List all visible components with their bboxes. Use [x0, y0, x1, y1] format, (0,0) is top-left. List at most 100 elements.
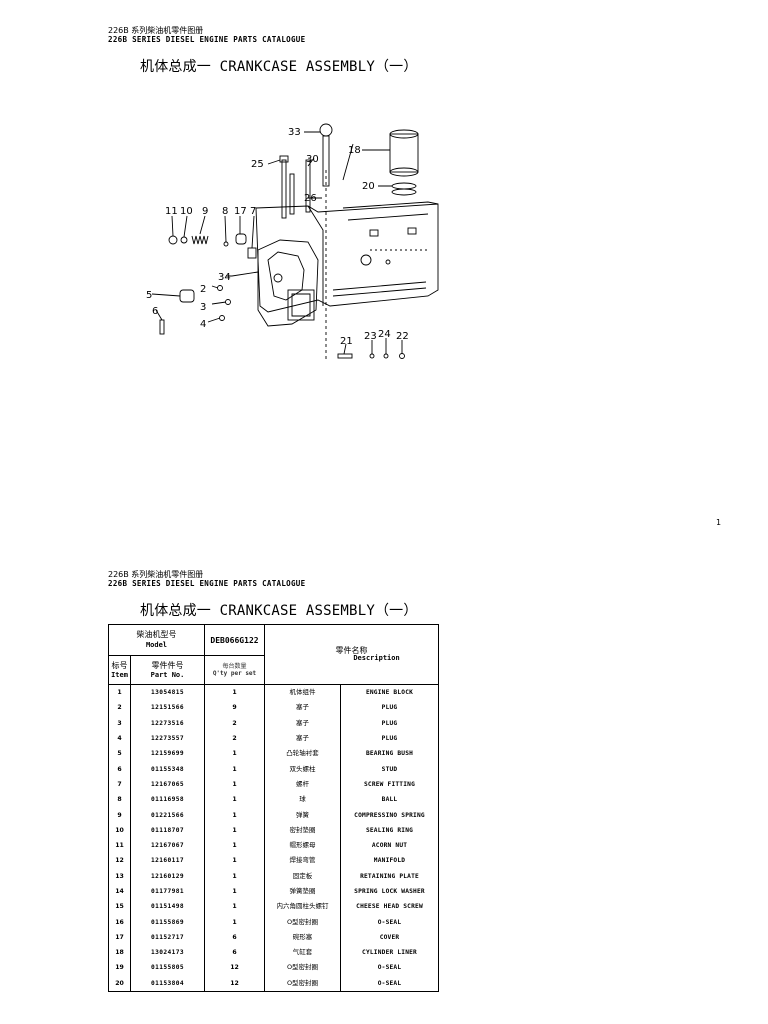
- callout-2: 2: [200, 284, 206, 295]
- item-cn: 标号: [111, 660, 128, 670]
- partno-cn: 零件件号: [151, 660, 184, 670]
- description-cell: SPRING LOCK WASHER: [339, 883, 440, 900]
- page1-title: 机体总成一 CRANKCASE ASSEMBLY（一）: [140, 59, 418, 75]
- description-cell: O-SEAL: [339, 914, 440, 930]
- item-cell: 1: [108, 684, 131, 701]
- description-cell: BEARING BUSH: [339, 746, 440, 762]
- model-en: Model: [145, 641, 168, 649]
- name-cn-cell: 塞子: [264, 715, 341, 731]
- part-no-cell: 01118707: [130, 822, 205, 838]
- qty-cell: 2: [204, 730, 265, 747]
- description-cell: PLUG: [339, 715, 440, 731]
- qty-cell: 1: [204, 914, 265, 930]
- description-cell: BALL: [339, 792, 440, 808]
- part-no-cell: 13024173: [130, 945, 205, 961]
- qty-cell: 12: [204, 960, 265, 976]
- part-no-cell: 13054815: [130, 684, 205, 701]
- name-cn-cell: O型密封圈: [264, 960, 341, 976]
- part-no-cell: 01152717: [130, 929, 205, 946]
- name-cn-cell: 焊接弯管: [264, 853, 341, 869]
- part-no-cell: 12160117: [130, 853, 205, 869]
- item-cell: 7: [108, 776, 131, 793]
- name-cn-cell: 弹簧垫圈: [264, 883, 341, 900]
- part-no-cell: 12151566: [130, 700, 205, 716]
- qty-cell: 1: [204, 883, 265, 900]
- item-cell: 15: [108, 899, 131, 915]
- page2-header-cn: 226B 系列柴油机零件图册: [108, 570, 204, 579]
- page1-header-en: 226B SERIES DIESEL ENGINE PARTS CATALOGU…: [108, 35, 306, 44]
- qty-cell: 6: [204, 945, 265, 961]
- callout-26: 26: [304, 193, 317, 204]
- callout-6: 6: [152, 306, 158, 317]
- callout-3: 3: [200, 302, 206, 313]
- description-cell: SCREW FITTING: [339, 776, 440, 793]
- description-header-cell: 零件名称 Description: [263, 624, 440, 685]
- parts-table: 柴油机型号 Model DEB066G122 零件名称 Description …: [108, 624, 440, 992]
- part-no-cell: 01151498: [130, 899, 205, 915]
- callout-33: 33: [288, 127, 301, 138]
- description-cell: PLUG: [339, 700, 440, 716]
- item-cell: 9: [108, 807, 131, 823]
- item-cell: 5: [108, 746, 131, 762]
- qty-cn: 每台数量: [222, 663, 247, 670]
- qty-cell: 1: [204, 684, 265, 701]
- callout-17: 17: [234, 206, 247, 217]
- item-cell: 4: [108, 730, 131, 747]
- callout-34: 34: [218, 272, 231, 283]
- callout-11: 11: [165, 206, 178, 217]
- qty-cell: 1: [204, 822, 265, 838]
- part-no-cell: 01155869: [130, 914, 205, 930]
- item-cell: 19: [108, 960, 131, 976]
- description-cell: ACORN NUT: [339, 837, 440, 854]
- callout-5: 5: [146, 290, 152, 301]
- partno-en: Part No.: [150, 670, 185, 679]
- item-cell: 16: [108, 914, 131, 930]
- qty-cell: 1: [204, 837, 265, 854]
- callout-24: 24: [378, 329, 391, 340]
- qty-cell: 1: [204, 807, 265, 823]
- exploded-view-drawing: 33 18 25 30 26 20 11 10 9 8 17 7 34 2 5 …: [108, 110, 440, 410]
- name-cn-cell: O型密封圈: [264, 914, 341, 930]
- part-no-cell: 01177981: [130, 883, 205, 900]
- description-cell: O-SEAL: [339, 960, 440, 976]
- name-cn-cell: 螺杆: [264, 776, 341, 793]
- item-en: Item: [111, 670, 128, 679]
- name-cn-cell: 塞子: [264, 700, 341, 716]
- callout-18: 18: [348, 145, 361, 156]
- name-cn-cell: 双头螺柱: [264, 761, 341, 777]
- name-cn-header: 零件名称: [335, 646, 368, 655]
- part-no-cell: 01155348: [130, 761, 205, 777]
- qty-header: 每台数量 Q'ty per set: [204, 655, 265, 685]
- partno-header: 零件件号 Part No.: [130, 655, 205, 685]
- qty-cell: 1: [204, 776, 265, 793]
- item-cell: 14: [108, 883, 131, 900]
- description-cell: CYLINDER LINER: [339, 945, 440, 961]
- model-code: DEB066G122: [204, 624, 265, 656]
- part-no-cell: 01153804: [130, 975, 205, 992]
- item-cell: 17: [108, 929, 131, 946]
- callout-22: 22: [396, 331, 409, 342]
- page-number: 1: [716, 518, 722, 527]
- description-cell: RETAINING PLATE: [339, 868, 440, 884]
- qty-cell: 1: [204, 853, 265, 869]
- item-cell: 8: [108, 792, 131, 808]
- item-header: 标号 Item: [108, 655, 131, 685]
- name-cn-cell: 机体组件: [264, 684, 341, 701]
- description-cell: SEALING RING: [339, 822, 440, 838]
- item-cell: 2: [108, 700, 131, 716]
- page2-title: 机体总成一 CRANKCASE ASSEMBLY（一）: [140, 603, 418, 619]
- model-cn: 柴油机型号: [136, 630, 177, 639]
- item-cell: 20: [108, 975, 131, 992]
- description-cell: O-SEAL: [339, 975, 440, 992]
- callout-20: 20: [362, 181, 375, 192]
- qty-cell: 9: [204, 700, 265, 716]
